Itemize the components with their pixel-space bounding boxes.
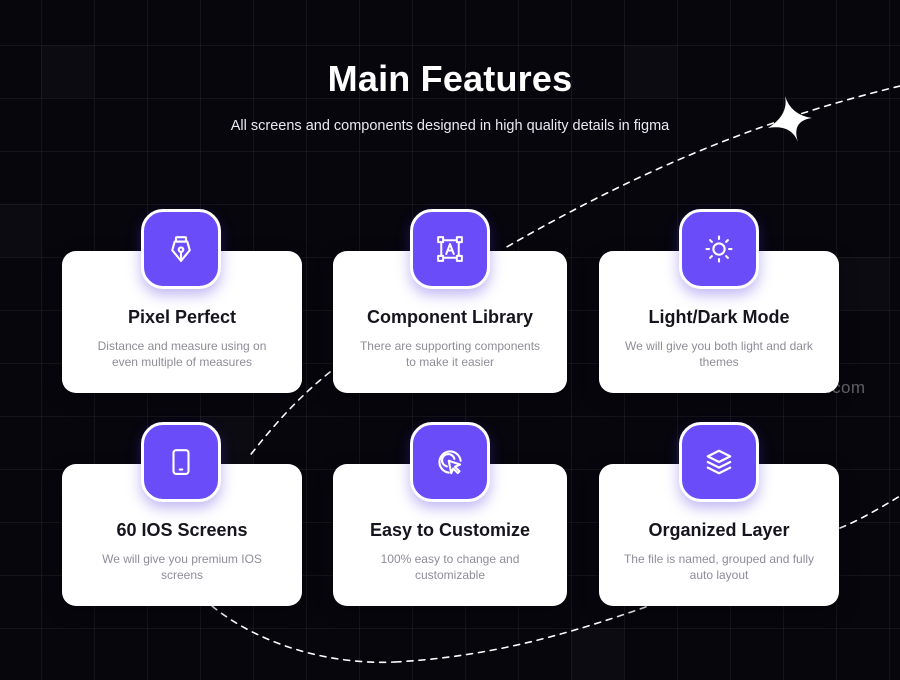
pen-nib-icon — [141, 209, 221, 289]
feature-description: Distance and measure using on even multi… — [97, 339, 267, 369]
feature-title: Easy to Customize — [369, 520, 531, 540]
grid-tile — [571, 628, 624, 680]
mobile-phone-icon — [141, 422, 221, 502]
feature-description: There are supporting components to make … — [359, 339, 541, 369]
feature-title: 60 IOS Screens — [116, 520, 248, 540]
cursor-click-icon — [410, 422, 490, 502]
feature-description: We will give you both light and dark the… — [625, 339, 813, 369]
feature-title: Component Library — [366, 307, 533, 327]
page-subtitle: All screens and components designed in h… — [230, 118, 670, 134]
feature-description: 100% easy to change and customizable — [380, 552, 520, 582]
feature-description: We will give you premium IOS screens — [102, 552, 262, 582]
watermark: www.25xt.com — [750, 378, 866, 397]
feature-title: Pixel Perfect — [127, 307, 237, 327]
feature-title: Organized Layer — [648, 520, 790, 540]
sun-icon — [679, 209, 759, 289]
feature-title: Light/Dark Mode — [648, 307, 790, 327]
layers-icon — [679, 422, 759, 502]
feature-description: The file is named, grouped and fully aut… — [623, 552, 815, 582]
feature-card-pixel-perfect: Pixel Perfect Distance and measure using… — [62, 251, 302, 393]
grid-tile — [836, 257, 889, 310]
component-frame-icon — [410, 209, 490, 289]
grid-tile — [0, 204, 41, 257]
page-title: Main Features — [327, 58, 573, 99]
